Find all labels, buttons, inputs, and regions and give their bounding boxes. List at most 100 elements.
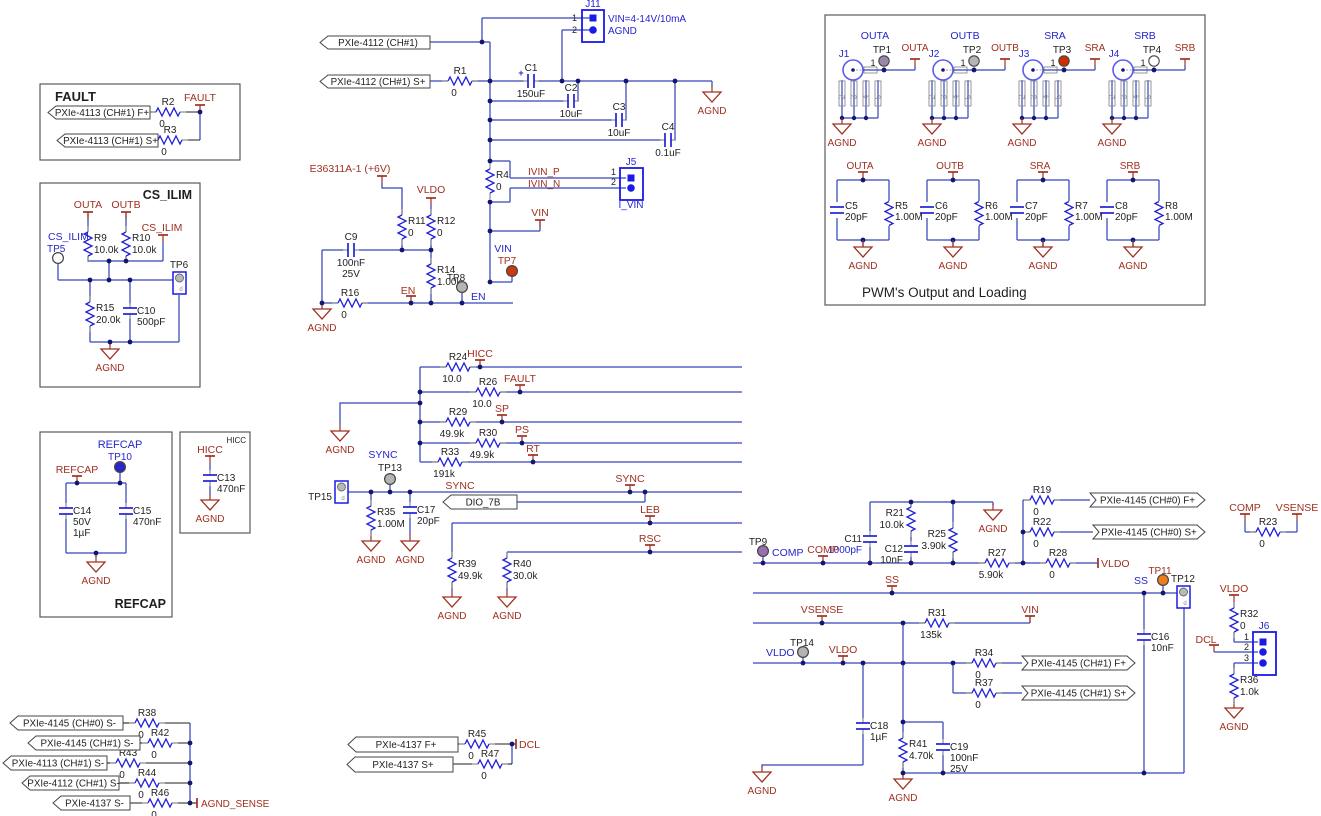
port-pxie-4137-s- <box>52 795 131 811</box>
port-pxie-4112-ch-1- <box>319 35 431 50</box>
label: COMP <box>1229 502 1261 514</box>
label: OUTA <box>74 199 102 211</box>
junction <box>417 389 423 395</box>
junction <box>940 770 946 776</box>
ref-des: C4 <box>662 122 675 133</box>
ref-des: R15 <box>96 303 115 314</box>
junction <box>459 300 465 306</box>
ref-des: R29 <box>449 407 468 418</box>
resistor-R2 <box>155 106 181 118</box>
junction <box>1141 590 1147 596</box>
ref-des: R10 <box>132 233 151 244</box>
value: 0 <box>1033 507 1039 518</box>
value: 1.00M <box>1165 212 1193 223</box>
ref-des: R32 <box>1240 609 1259 620</box>
agnd-label: AGND <box>918 138 947 149</box>
junction <box>187 740 193 746</box>
value: 135k <box>920 630 943 641</box>
tp-label: TP4 <box>1143 45 1162 56</box>
agnd-symbol <box>701 91 723 103</box>
label: DCL <box>519 739 540 751</box>
label: DCL <box>1195 634 1216 646</box>
junction <box>123 258 129 264</box>
net-label: SRB <box>1120 161 1141 172</box>
value: 1.00M <box>895 212 923 223</box>
resistor-R10 <box>120 231 132 257</box>
junction <box>881 67 887 73</box>
resistor-R30 <box>475 437 501 449</box>
port-label: PXIe-4137 S- <box>65 799 124 810</box>
agnd-symbol <box>1101 123 1123 135</box>
port-pxie-4145-ch-1-f+ <box>1020 655 1136 671</box>
junction <box>517 389 523 395</box>
wire <box>339 402 420 425</box>
value: 10uF <box>560 109 583 120</box>
port-pxie-4137-s+ <box>346 756 454 773</box>
pin-circle <box>589 26 597 34</box>
junction <box>127 339 133 345</box>
label: IVIN_N <box>528 179 560 190</box>
value: 0 <box>138 790 144 801</box>
pin-number: 1 <box>870 58 875 68</box>
label: LEB <box>640 504 660 516</box>
ref-des: R5 <box>895 201 908 212</box>
ref-des: R11 <box>408 216 426 227</box>
agnd-label: AGND <box>939 261 968 272</box>
label: CS_ILIM <box>48 231 89 243</box>
ref-des: R40 <box>513 559 532 570</box>
value: 0 <box>437 228 443 239</box>
label: SP <box>495 403 509 415</box>
port-label: PXIe-4113 (CH#1) S+ <box>63 136 158 147</box>
value: 1µF <box>73 528 90 539</box>
port-pxie-4137-f+ <box>347 736 459 753</box>
pin-box <box>940 80 948 107</box>
group-box <box>824 14 1206 306</box>
ref-des: C9 <box>345 232 358 243</box>
value: 1µF <box>870 732 887 743</box>
port-label: PXIe-4145 (CH#0) S+ <box>1101 528 1197 539</box>
agnd-label: AGND <box>698 106 727 117</box>
ref-des: R42 <box>151 728 170 739</box>
value: 0 <box>468 751 474 762</box>
resistor-R21 <box>905 506 917 532</box>
testpoint <box>113 461 126 474</box>
ref-des: R16 <box>341 288 360 299</box>
pin-square <box>589 14 597 22</box>
wire <box>761 764 863 767</box>
resistor-R4 <box>484 168 496 194</box>
pin-square <box>627 174 635 182</box>
agnd-symbol <box>1122 246 1144 258</box>
junction <box>93 550 99 556</box>
resistor-R33 <box>437 456 463 468</box>
resistor-R7 <box>1063 200 1075 227</box>
ref-des: R8 <box>1165 201 1178 212</box>
net-label: SRA <box>1030 161 1051 172</box>
pin-number: 5 <box>964 94 973 99</box>
pin-box <box>1132 80 1140 107</box>
agnd-symbol <box>441 596 463 608</box>
testpoint <box>384 473 397 486</box>
pin-box <box>1120 80 1128 107</box>
value: 1.00M <box>1075 212 1103 223</box>
label: REFCAP <box>98 439 143 451</box>
junction <box>647 549 653 555</box>
agnd-label: AGND <box>308 323 337 334</box>
pin-box <box>952 80 960 107</box>
label: J5 <box>626 157 637 168</box>
junction <box>642 489 648 495</box>
junction <box>623 78 629 84</box>
ref-des: C10 <box>137 306 156 317</box>
value: 0 <box>496 182 502 193</box>
pin-circle <box>1259 659 1267 667</box>
agnd-label: AGND <box>828 138 857 149</box>
ref-des: R6 <box>985 201 998 212</box>
junction <box>477 364 483 370</box>
pin-number: 4 <box>862 94 871 99</box>
pin-number: 4 <box>1042 94 1051 99</box>
junction <box>1043 115 1049 121</box>
ref-des: R31 <box>928 608 947 619</box>
label: TP12 <box>1171 574 1195 585</box>
resistor-R31 <box>924 617 950 629</box>
agnd-symbol <box>1223 707 1245 719</box>
port-label: PXIe-4113 (CH#1) S- <box>12 759 104 770</box>
